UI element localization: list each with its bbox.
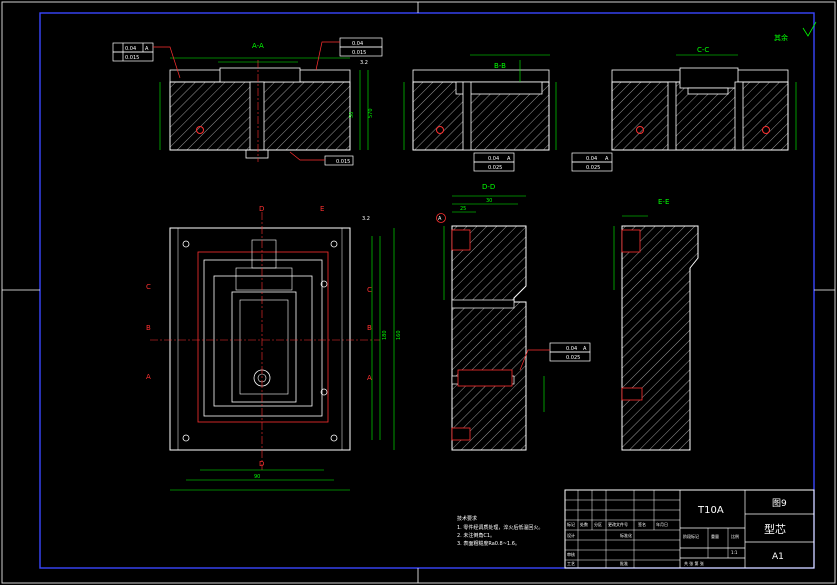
roughness-aa: 3.2 [360, 60, 368, 66]
tb-col-zone: 分区 [594, 521, 602, 527]
tb-col-mark: 标记 [567, 521, 575, 527]
notes-item-2: 2. 未注倒角C1。 [457, 532, 495, 539]
section-label-bb: B-B [494, 62, 506, 70]
marker-a-right: A [367, 374, 372, 382]
tolerance-frame-bb: 0.04 0.025 A [473, 152, 515, 172]
section-label-aa: A-A [252, 42, 264, 50]
dim-plan-right-2: 160 [396, 330, 402, 340]
roughness-plan: 3.2 [362, 216, 370, 222]
tol-dd-datum: A [583, 346, 587, 352]
tb-standard: 标准化 [620, 532, 632, 538]
section-view-dd: D-D 30 25 A [436, 183, 545, 451]
tolerance-frame-cc: 0.04 0.025 A [571, 152, 613, 172]
tb-part-name: 型芯 [764, 522, 786, 536]
tolerance-frame-flat: 0.015 [289, 151, 354, 166]
section-label-dd: D-D [482, 183, 495, 191]
dim-570-aa: 570 [368, 108, 374, 118]
tb-code: T10A [697, 505, 724, 516]
tol-bb-2: 0.025 [488, 165, 502, 171]
dim-50-aa: 50 [349, 112, 355, 118]
tb-reviewer: 审核 [567, 551, 575, 557]
tb-approve: 批准 [620, 560, 628, 566]
marker-c-right: C [367, 286, 372, 294]
tb-sheet-size: A1 [772, 552, 784, 562]
dim-dd-30: 30 [486, 198, 492, 204]
notes-title: 技术要求 [457, 515, 477, 522]
tb-weight: 重量 [711, 533, 719, 539]
tb-col-docno: 更改文件号 [608, 521, 628, 527]
section-view-cc: C-C [611, 46, 797, 151]
marker-b-left: B [146, 324, 151, 332]
inner-frame [39, 12, 815, 569]
tol-bb-datum: A [507, 156, 511, 162]
tb-col-sign: 签名 [638, 521, 646, 527]
section-label-ee: E-E [658, 198, 669, 206]
tol-dd-1: 0.04 [566, 346, 577, 352]
tolerance-frame-parallel: 0.04 0.015 A [112, 42, 181, 79]
marker-e-top: E [320, 205, 324, 213]
tb-stage: 阶段标记 [683, 533, 699, 539]
notes-item-1: 1. 零件经调质处理，淬火后低温回火。 [457, 524, 543, 531]
tb-process: 工艺 [567, 561, 575, 566]
section-view-ee: E-E [613, 198, 699, 451]
roughness-rest: 其余 [774, 21, 817, 42]
title-block: 标记 处数 分区 更改文件号 签名 年月日 设计 标准化 审核 工艺 批准 T1… [564, 489, 815, 569]
tb-figure-no: 图9 [772, 498, 787, 509]
tol-cc-2: 0.025 [586, 165, 600, 171]
tol-cc-1: 0.04 [586, 156, 597, 162]
tb-designer: 设计 [567, 532, 575, 538]
marker-a-left: A [146, 373, 151, 381]
tol-cc-datum: A [605, 156, 609, 162]
section-view-aa: A-A 50 570 [159, 42, 374, 162]
tol-datum-1: A [145, 46, 149, 52]
tb-col-date: 年月日 [656, 521, 668, 527]
tolerance-frame-right-aa: 0.04 0.015 3.2 [315, 37, 383, 71]
tb-col-count: 处数 [580, 521, 588, 527]
marker-b-right: B [367, 324, 372, 332]
tol-right-2: 0.015 [352, 50, 366, 56]
roughness-rest-label: 其余 [774, 33, 788, 42]
tol-right-1: 0.04 [352, 41, 363, 47]
notes-item-3: 3. 表面粗糙度Ra0.8~1.6。 [457, 540, 520, 547]
tol-flat-1: 0.015 [336, 159, 350, 165]
datum-marker-dd: A [438, 216, 442, 222]
dim-dd-25: 25 [460, 206, 466, 212]
marker-d-bottom: D [259, 460, 264, 468]
plan-view: 90 180 160 D D E C B A C B A 3.2 [146, 205, 402, 491]
marker-c-left: C [146, 283, 151, 291]
tolerance-frame-dd: 0.04 0.025 A [519, 342, 591, 371]
technical-notes: 技术要求 1. 零件经调质处理，淬火后低温回火。 2. 未注倒角C1。 3. 表… [457, 515, 543, 547]
tb-scale-value: 1:1 [731, 550, 738, 555]
tol-bb-1: 0.04 [488, 156, 499, 162]
tb-sheets: 共 张 第 张 [684, 560, 704, 566]
section-label-cc: C-C [697, 46, 709, 54]
section-view-bb: B-B [403, 54, 557, 151]
marker-d-top: D [259, 205, 264, 213]
tol-parallel-2: 0.015 [125, 55, 139, 61]
dim-plan-right: 180 [382, 330, 388, 340]
tb-scale: 比例 [731, 533, 739, 539]
tol-dd-2: 0.025 [566, 355, 580, 361]
dim-plan-bottom-1: 90 [254, 474, 260, 480]
tol-parallel-1: 0.04 [125, 46, 136, 52]
